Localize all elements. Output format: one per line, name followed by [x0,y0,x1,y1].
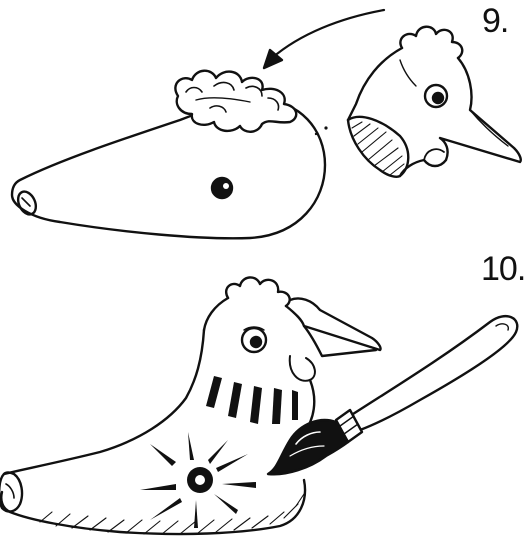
curved-arrow-icon [264,10,384,68]
step-number-10: 10. [481,250,525,289]
eye-hole-icon [212,178,232,198]
paintbrush-icon [268,316,517,474]
rooster-eye-icon [242,327,266,352]
step-10-illustration [0,277,517,534]
rooster-whistle [0,277,381,534]
step-9-illustration [12,10,521,238]
painted-stripes [206,376,298,424]
bird-eye-icon [425,85,447,107]
bird-head-piece [348,27,521,177]
collar-rim [175,71,296,132]
step-number-9: 9. [482,2,508,41]
